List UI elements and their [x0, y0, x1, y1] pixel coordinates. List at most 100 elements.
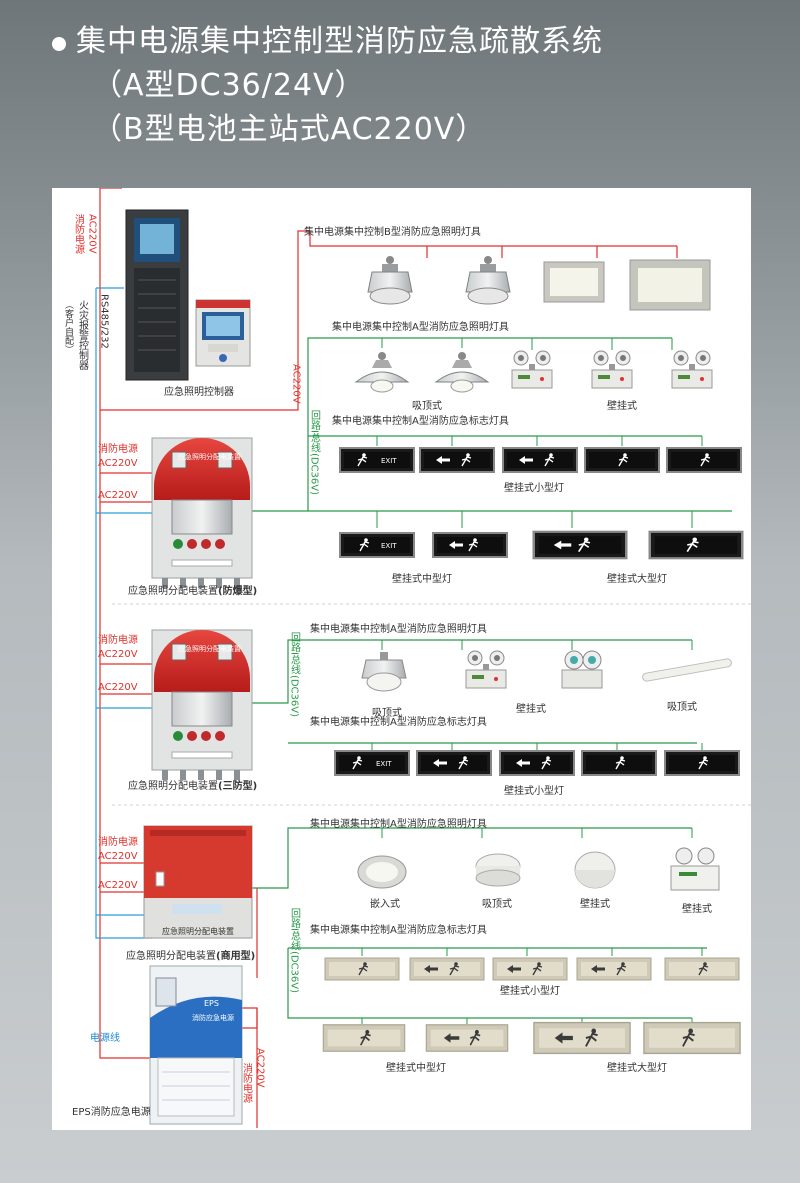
ex-cab-header-1: 应急照明分配电装置 [178, 452, 241, 461]
gold-arrow-sign-icon [425, 1024, 509, 1052]
s1-ac220-1: AC220V [98, 458, 138, 469]
s3-ceiling-label: 吸顶式 [482, 897, 512, 910]
a-lighting-bus-3 [252, 827, 692, 889]
twin-head-lamp-icon [561, 650, 603, 689]
s2-a-group-label: 集中电源集中控制A型消防应急照明灯具 [310, 622, 487, 635]
arrow-sign-icon [648, 530, 744, 560]
umbrella-lamp-icon [355, 351, 409, 393]
blue-signal-lines [95, 287, 152, 939]
floodlight-icon [629, 259, 711, 311]
arrow-sign-icon [502, 447, 578, 473]
commercial-cab-header: 应急照明分配电装置 [162, 926, 234, 936]
exit-sign-icon: EXIT [339, 447, 415, 473]
s3-a-group-label: 集中电源集中控制A型消防应急照明灯具 [310, 817, 487, 830]
eps-fire-power-text: 消防电源 [241, 1062, 253, 1104]
s3-sign-group-label: 集中电源集中控制A型消防应急标志灯具 [310, 923, 487, 936]
eps-ac220-text: AC220V [255, 1048, 266, 1088]
twin-head-lamp-icon [465, 650, 507, 689]
svg-text:EXIT: EXIT [376, 760, 392, 768]
tube-lamp-icon [642, 658, 732, 682]
gold-arrow-sign-icon [409, 957, 485, 981]
s3-ac220-2: AC220V [98, 880, 138, 891]
s3-wall1-label: 壁挂式 [580, 897, 610, 910]
a-group-label-1: 集中电源集中控制A型消防应急照明灯具 [332, 320, 509, 333]
b-group-label: 集中电源集中控制B型消防应急照明灯具 [304, 225, 481, 238]
s2-lamps [361, 650, 732, 692]
s3-embedded-label: 嵌入式 [370, 897, 400, 910]
floodlight-icon [543, 261, 605, 303]
s2-ac220-2: AC220V [98, 682, 138, 693]
riser-ac220-text: AC220V [291, 364, 302, 404]
svg-text:EXIT: EXIT [381, 542, 397, 550]
arrow-sign-icon [416, 750, 492, 776]
a-wall-label: 壁挂式 [607, 399, 637, 412]
mid-big-signs-1: EXIT [339, 530, 744, 560]
alarm-controller-text: 火灾报警控制器 [77, 300, 89, 371]
eps-label: EPS消防应急电源 [72, 1105, 151, 1118]
s1-fire-power: 消防电源 [98, 442, 138, 455]
arrow-sign-icon [419, 447, 495, 473]
s2-sign-group-label: 集中电源集中控制A型消防应急标志灯具 [310, 715, 487, 728]
top-loop-text: 回路I总线(DC36V) [309, 410, 321, 495]
gold-sign-icon [322, 1024, 406, 1052]
downlight-icon [475, 853, 521, 887]
controller-label: 应急照明控制器 [164, 385, 234, 398]
umbrella-lamp-icon [435, 351, 489, 393]
arrow-sign-icon [432, 532, 508, 558]
mid-sign-label-1: 壁挂式中型灯 [392, 572, 452, 585]
twin-head-lamp-icon [511, 350, 553, 389]
section-dividers [112, 603, 751, 806]
s2-small-signs: EXIT [334, 750, 740, 776]
red-power-lines [99, 188, 678, 1128]
green-bus-lines [252, 337, 732, 1019]
ex-lamp-icon [367, 255, 413, 305]
runner-sign-icon [584, 447, 660, 473]
gold-sign-icon [324, 957, 400, 981]
b-lamps [367, 255, 711, 311]
controller-cabinet [125, 209, 189, 381]
system-diagram: 应急照明控制器 消防电源 AC220V 火灾报警控制器 （客户自配） RS485… [63, 188, 751, 1128]
eps-brand-sub-text: 消防应急电源 [192, 1013, 234, 1022]
top-ac220-text: AC220V [87, 214, 98, 254]
twin-head-lamp-icon [670, 847, 720, 891]
small-sign-label-1: 壁挂式小型灯 [504, 481, 564, 494]
gold-arrow-sign-icon [576, 957, 652, 981]
s2-wall1-label: 壁挂式 [516, 702, 546, 715]
twin-head-lamp-icon [591, 350, 633, 389]
exit-sign-icon: EXIT [334, 750, 410, 776]
gold-sign-icon [643, 1021, 741, 1055]
s3-mid-big-signs [322, 1021, 741, 1055]
runner-sign-icon [581, 750, 657, 776]
a-lighting-bus-2 [252, 639, 692, 704]
s1-ac220-2: AC220V [98, 490, 138, 501]
s2-fire-power: 消防电源 [98, 633, 138, 646]
s2-ceiling2-label: 吸顶式 [667, 700, 697, 713]
runner-sign-icon [666, 447, 742, 473]
s2-ac220-1: AC220V [98, 649, 138, 660]
downlight-icon [357, 855, 407, 889]
s2-ceiling1-label: 吸顶式 [372, 706, 402, 719]
sign-group-label-1: 集中电源集中控制A型消防应急标志灯具 [332, 414, 509, 427]
ceiling-lamp-icon [361, 652, 407, 692]
arrow-sign-icon [532, 530, 628, 560]
title-line-1: 集中电源集中控制型消防应急疏散系统 [76, 24, 603, 59]
control-panel [195, 299, 251, 367]
exit-sign-icon: EXIT [339, 532, 415, 558]
s2-device-label: 应急照明分配电装置(三防型) [128, 779, 257, 792]
a-ceiling-label: 吸顶式 [412, 399, 442, 412]
s3-lamps [357, 847, 720, 891]
bullet-icon [52, 37, 66, 51]
a-lamps-1 [355, 350, 713, 393]
s3-ac220-1: AC220V [98, 851, 138, 862]
wall-lamp-icon [574, 851, 616, 889]
gold-arrow-sign-icon [533, 1021, 631, 1055]
twin-head-lamp-icon [671, 350, 713, 389]
commercial-box [143, 825, 253, 939]
a-lighting-bus [252, 337, 672, 512]
svg-text:EXIT: EXIT [381, 457, 397, 465]
runner-sign-icon [664, 750, 740, 776]
s2-small-sign-label: 壁挂式小型灯 [504, 784, 564, 797]
s3-loop-text: 回路I总线(DC36V) [289, 908, 301, 993]
s2-loop-text: 回路I总线(DC36V) [289, 632, 301, 717]
big-sign-label-1: 壁挂式大型灯 [607, 572, 667, 585]
